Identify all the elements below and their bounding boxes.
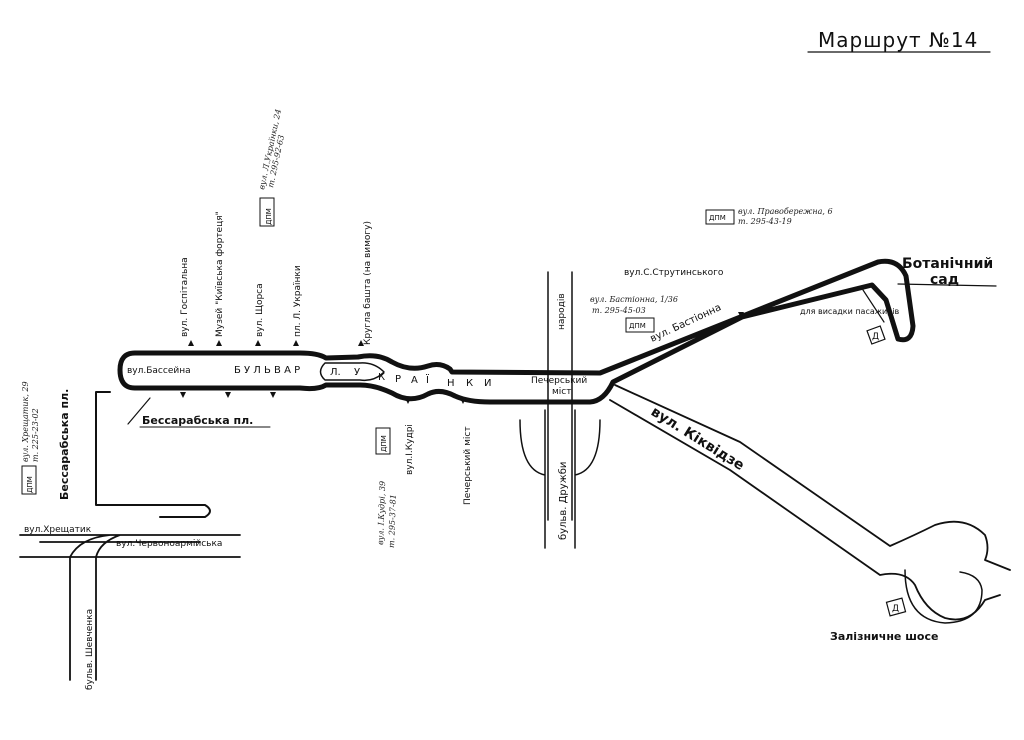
stop-marker-bastionna bbox=[738, 312, 744, 318]
bessarabska-arrow bbox=[127, 397, 151, 425]
dpm-khreshchatyk-address: вул. Хрещатик, 29 bbox=[21, 381, 30, 462]
ukrainky-letter-6: Н bbox=[447, 378, 455, 389]
zaliznychne-label: Залізничне шосе bbox=[830, 630, 938, 643]
chervonoarmiiska-label: вул.Червоноармійська bbox=[116, 539, 222, 549]
terminal-marker-railway: Д bbox=[885, 597, 907, 617]
stop-marker-bottom-3 bbox=[270, 392, 276, 398]
strutynskogo-label: вул.С.Струтинського bbox=[624, 268, 724, 278]
dpm-ukrainky-label: ДПМ bbox=[265, 208, 273, 225]
terminal-letter-botanical: Д bbox=[872, 332, 879, 342]
stop-marker-kudri bbox=[405, 398, 411, 404]
stop-tower: Кругла башта (на вимогу) bbox=[363, 221, 373, 345]
stop-marker-shchorsa bbox=[255, 340, 261, 346]
stop-marker-pechersk bbox=[460, 398, 466, 404]
stop-shchorsa: вул. Щорса bbox=[255, 283, 265, 337]
page-title: Маршрут №14 bbox=[818, 28, 978, 52]
dpm-khreshchatyk-label: ДПМ bbox=[26, 476, 34, 493]
khreshchatyk-label: вул.Хрещатик bbox=[24, 525, 92, 535]
stop-marker-tower bbox=[358, 340, 364, 346]
stop-marker-bottom-1 bbox=[180, 392, 186, 398]
railway-loop bbox=[904, 569, 983, 624]
dpm-pravoberezhna: ДПМ вул. Правобережна, 6 т. 295-43-19 bbox=[705, 207, 833, 226]
kikvidze-street bbox=[614, 384, 1011, 571]
dpm-bastionna-label: ДПМ bbox=[629, 322, 646, 330]
druzhby-blvd bbox=[519, 409, 601, 549]
bessarabska-label: Бессарабська пл. bbox=[142, 414, 253, 427]
ukrainky-letter-4: А bbox=[411, 375, 418, 386]
ukrainky-letter-7: К bbox=[466, 378, 473, 389]
dpm-pravoberezhna-address: вул. Правобережна, 6 bbox=[738, 207, 833, 216]
dpm-kudri-phone: т. 295-37-81 bbox=[387, 494, 398, 548]
bulvar-label: Б У Л Ь В А Р bbox=[234, 365, 300, 376]
bassejna-label: вул.Бассейна bbox=[127, 366, 191, 376]
ukrainky-letter-2: К bbox=[378, 372, 385, 383]
stop-fortress: Музей "Київська фортеця" bbox=[215, 211, 225, 337]
shevchenka-label: бульв. Шевченка bbox=[85, 609, 95, 690]
dpm-khreshchatyk-phone: т. 225-23-02 bbox=[31, 408, 40, 462]
botanical-garden-label: Ботанічний bbox=[902, 256, 993, 272]
dpm-khreshchatyk: ДПМ вул. Хрещатик, 29 т. 225-23-02 bbox=[21, 381, 40, 495]
terminal-letter-railway: Д bbox=[892, 604, 899, 614]
stop-marker-fortress bbox=[216, 340, 222, 346]
dpm-bastionna-address: вул. Бастіонна, 1/36 bbox=[590, 295, 678, 304]
dpm-pravoberezhna-phone: т. 295-43-19 bbox=[738, 217, 792, 226]
stop-marker-bottom-2 bbox=[225, 392, 231, 398]
city-grid bbox=[19, 534, 241, 681]
dpm-bastionna: ДПМ вул. Бастіонна, 1/36 т. 295-45-03 bbox=[590, 295, 678, 333]
stop-hospitalna: вул. Госпітальна bbox=[180, 257, 190, 337]
bessarabska-vertical-label: Бессарабська пл. bbox=[58, 389, 71, 500]
dpm-bastionna-phone: т. 295-45-03 bbox=[592, 306, 646, 315]
ukrainky-letter-5: Ї bbox=[426, 373, 429, 386]
narodiv-label: народів bbox=[557, 293, 567, 330]
ukrainky-letter-1: У bbox=[354, 367, 360, 378]
stop-markers bbox=[180, 312, 744, 404]
pechersky-bridge-label: Печерський bbox=[531, 376, 587, 386]
drop-off-line bbox=[862, 289, 885, 323]
route-band bbox=[117, 258, 916, 405]
stop-pechersk-bridge: Печерський міст bbox=[463, 426, 473, 505]
stop-kudri: вул.І.Кудрі bbox=[405, 424, 415, 475]
kikvidze-street-lower bbox=[609, 399, 1001, 621]
route-band-inner bbox=[319, 362, 385, 382]
terminal-marker-botanical: Д bbox=[866, 325, 886, 345]
botanical-garden-label-2: сад bbox=[930, 272, 959, 288]
garden-pointer bbox=[897, 283, 997, 287]
dropoff-note: для висадки пасажирів bbox=[800, 307, 899, 316]
ukrainky-letter-8: И bbox=[484, 378, 491, 389]
dpm-kudri: ДПМ вул. І.Кудрі, 39 т. 295-37-81 bbox=[375, 427, 398, 548]
stop-marker-ukrainky bbox=[293, 340, 299, 346]
stop-marker-hospitalna bbox=[188, 340, 194, 346]
bessarabska-connector bbox=[95, 391, 211, 518]
stop-ukrainky: пл. Л. Українки bbox=[293, 265, 303, 337]
dpm-kudri-address: вул. І.Кудрі, 39 bbox=[376, 481, 387, 545]
ukrainky-letters: Л. У К Р А Ї Н К И bbox=[330, 367, 491, 389]
ukrainky-letter-3: Р bbox=[395, 374, 401, 385]
dpm-ukrainky: ДПМ вул. Л.Українки, 24 т. 295-92-63 bbox=[257, 108, 286, 227]
pechersky-bridge-label-2: міст bbox=[552, 387, 571, 397]
dpm-pravoberezhna-label: ДПМ bbox=[709, 214, 726, 222]
ukrainky-letter-0: Л. bbox=[330, 367, 341, 378]
dpm-kudri-label: ДПМ bbox=[380, 435, 388, 452]
druzhby-label: бульв. Дружби bbox=[558, 462, 569, 540]
